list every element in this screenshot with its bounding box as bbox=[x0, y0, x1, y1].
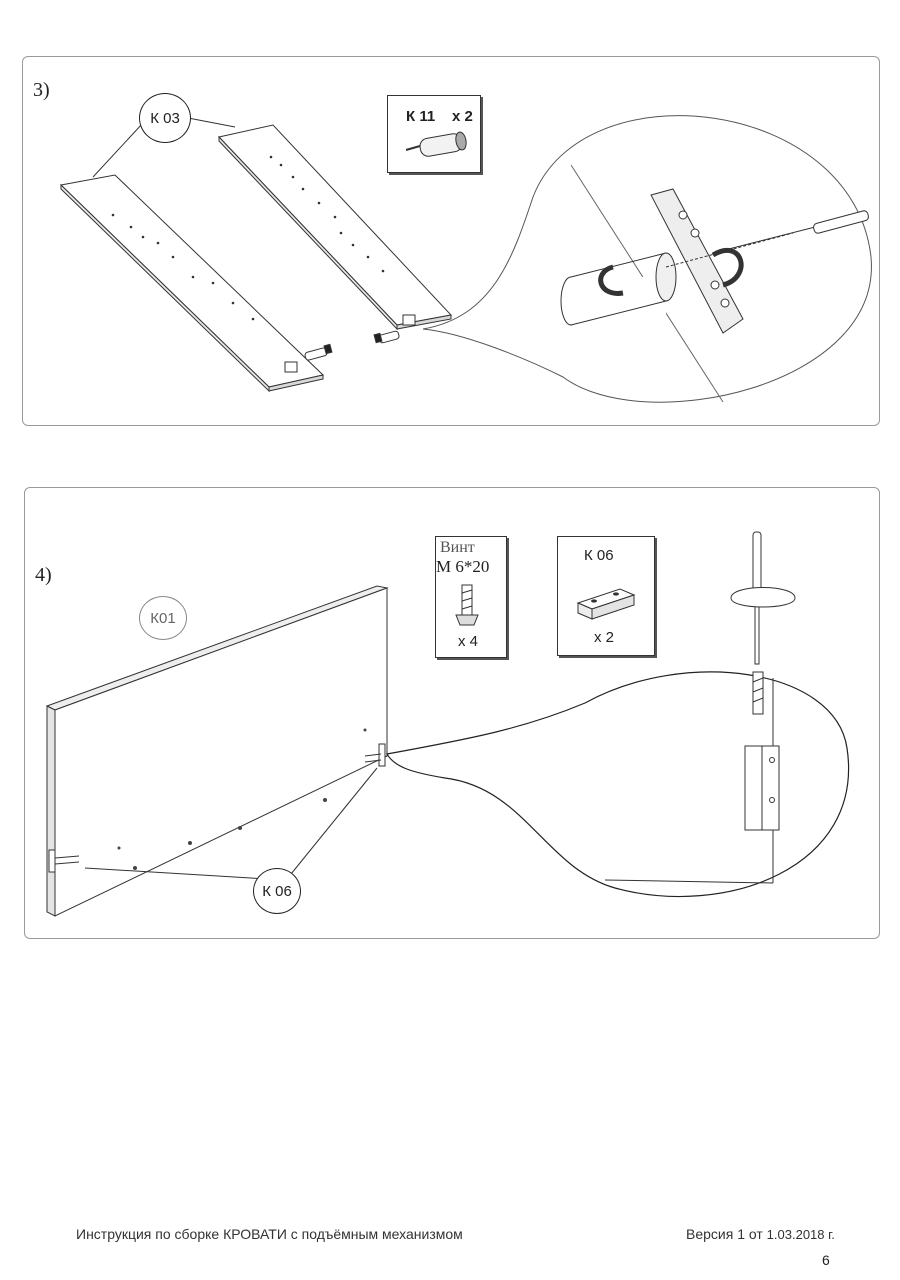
step-4-panel: 4) К01 К 06 Винт М 6*20 x 4 К 06 x 2 bbox=[24, 487, 880, 939]
step-number: 3) bbox=[33, 79, 50, 101]
part-label-k01: К01 bbox=[139, 596, 187, 640]
version-info: Версия 1 от 1.03.2018 г. bbox=[686, 1226, 835, 1242]
zoom-callout-outline bbox=[422, 115, 872, 403]
zoom-detail bbox=[560, 164, 869, 403]
hardware-box-screw: Винт М 6*20 x 4 bbox=[435, 536, 507, 658]
step-3-panel: 3) К 03 К 11 x 2 bbox=[22, 56, 880, 426]
bracket-label-k06: К 06 bbox=[253, 868, 301, 914]
page-number: 6 bbox=[822, 1252, 830, 1268]
leader-line bbox=[92, 122, 144, 178]
zoom-detail bbox=[604, 531, 796, 884]
version-prefix: Версия 1 от bbox=[686, 1226, 763, 1242]
bracket-icon bbox=[576, 588, 636, 620]
zoom-callout-outline bbox=[386, 671, 850, 898]
headboard-panel bbox=[45, 585, 389, 917]
leader-line bbox=[290, 767, 378, 875]
step-4-illustration bbox=[45, 531, 850, 917]
slat-board-right bbox=[218, 124, 452, 344]
version-date: 1.03.2018 г. bbox=[766, 1227, 835, 1242]
leader-line bbox=[182, 116, 236, 128]
hardware-box-k06: К 06 x 2 bbox=[557, 536, 655, 656]
hardware-code: К 06 bbox=[584, 547, 614, 564]
step-3-illustration bbox=[59, 115, 872, 403]
hardware-name: Винт bbox=[440, 539, 475, 556]
dowel-icon bbox=[405, 131, 467, 157]
hardware-box-k11: К 11 x 2 bbox=[387, 95, 481, 173]
step-number: 4) bbox=[35, 564, 52, 586]
hardware-qty: x 2 bbox=[594, 629, 615, 646]
hardware-size: М 6*20 bbox=[436, 557, 490, 576]
hardware-code: К 11 bbox=[406, 108, 436, 125]
part-label-k03: К 03 bbox=[139, 93, 191, 143]
hardware-qty: x 4 bbox=[458, 633, 479, 650]
document-title: Инструкция по сборке КРОВАТИ с подъёмным… bbox=[76, 1226, 463, 1242]
slat-board-left bbox=[59, 174, 333, 393]
leader-line bbox=[84, 867, 284, 881]
hardware-qty: x 2 bbox=[452, 108, 473, 125]
screw-icon bbox=[455, 584, 479, 626]
